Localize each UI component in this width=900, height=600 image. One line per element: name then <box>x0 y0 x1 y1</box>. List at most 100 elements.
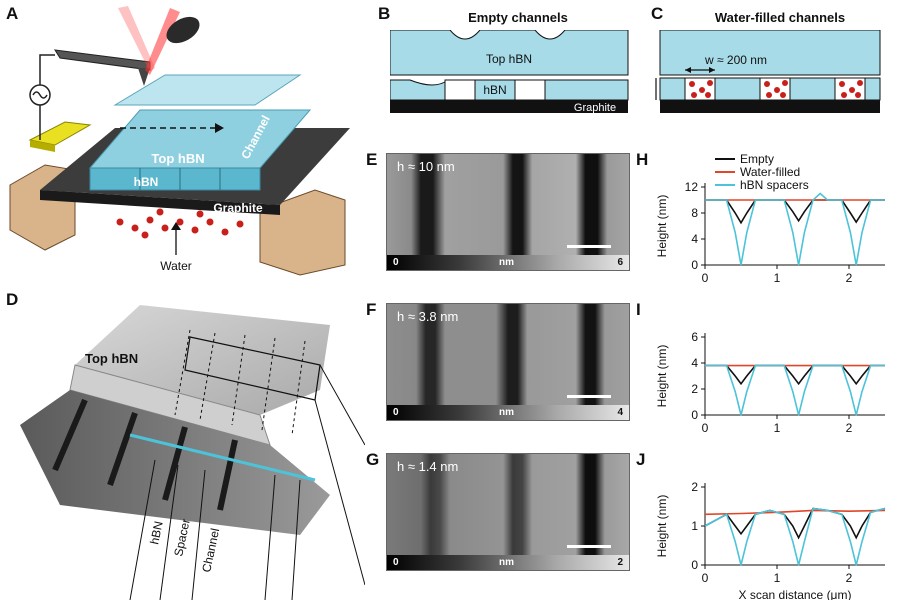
x-tick-label: 0 <box>702 421 709 435</box>
panel-label-j: J <box>636 450 646 469</box>
y-tick-label: 8 <box>691 206 698 220</box>
x-tick-label: 1 <box>774 421 781 435</box>
legend-label: hBN spacers <box>740 178 809 192</box>
label-graphite: Graphite <box>574 102 616 114</box>
y-tick-label: 0 <box>691 408 698 422</box>
label-hbn: hBN <box>483 83 506 97</box>
series-line-empty <box>704 507 886 540</box>
cbar-unit: nm <box>499 407 514 418</box>
panel-a-schematic: Top hBN Channel hBN Graphite Water <box>9 6 350 276</box>
label-leaders <box>129 459 301 600</box>
height-label: h ≈ 1.4 nm <box>397 459 459 474</box>
cbar-min: 0 <box>393 257 399 268</box>
cbar-min: 0 <box>393 407 399 418</box>
series-line-hbn-spacers <box>704 507 886 566</box>
colorbar: 0 nm 4 <box>387 405 629 420</box>
empty-channel <box>444 79 476 101</box>
height-label: h ≈ 10 nm <box>397 159 455 174</box>
panel-label-b: B <box>378 4 391 23</box>
scale-bar <box>567 245 611 248</box>
y-axis-label: Height (nm) <box>655 495 669 558</box>
series-line-hbn-spacers <box>705 364 885 416</box>
afm-image-e: h ≈ 10 nm 0 nm 6 <box>386 153 630 271</box>
electrode <box>28 121 92 146</box>
graphite-layer <box>660 100 880 113</box>
label-w: w ≈ 200 nm <box>704 53 767 67</box>
cbar-max: 2 <box>617 557 623 568</box>
afm-topography <box>387 454 629 555</box>
top-hbn-surface <box>75 305 330 415</box>
water-molecules <box>689 80 863 98</box>
panel-label-h: H <box>636 150 649 169</box>
label-hbn: hBN <box>147 520 166 546</box>
circuit-wire <box>39 54 55 140</box>
panel-label-g: G <box>366 450 380 469</box>
x-tick-label: 2 <box>846 421 853 435</box>
label-graphite: Graphite <box>213 201 263 215</box>
x-tick-label: 2 <box>846 571 853 585</box>
top-hbn-layer <box>659 30 881 76</box>
hbn-spacer-layer <box>390 79 629 101</box>
graphite-edge <box>40 190 280 215</box>
afm-image-f: h ≈ 3.8 nm 0 nm 4 <box>386 303 630 421</box>
label-spacer: Spacer <box>171 518 193 558</box>
series-line-empty <box>705 199 885 225</box>
y-axis-label: Height (nm) <box>655 195 669 258</box>
scale-bar <box>567 545 611 548</box>
cbar-unit: nm <box>499 257 514 268</box>
x-tick-label: 1 <box>774 271 781 285</box>
panel-c-title: Water-filled channels <box>714 10 846 25</box>
x-tick-label: 0 <box>702 271 709 285</box>
height-label: h ≈ 3.8 nm <box>397 309 459 324</box>
colorbar: 0 nm 6 <box>387 255 629 270</box>
top-hbn-layer <box>390 30 629 76</box>
x-axis-label: X scan distance (μm) <box>739 588 852 600</box>
y-tick-label: 12 <box>685 180 699 194</box>
cbar-min: 0 <box>393 557 399 568</box>
panel-b-diagram: Top hBN hBN Graphite <box>390 30 629 114</box>
panel-c-diagram: w ≈ 200 nm h <box>655 30 881 113</box>
panel-label-i: I <box>636 300 641 319</box>
right-support <box>259 189 346 276</box>
water-molecules <box>116 208 244 239</box>
empty-channel <box>514 79 546 101</box>
laser-beam <box>145 8 180 75</box>
graphite-layer <box>390 100 628 113</box>
y-tick-label: 4 <box>691 232 698 246</box>
afm-image-g: h ≈ 1.4 nm 0 nm 2 <box>386 453 630 571</box>
y-tick-label: 6 <box>691 330 698 344</box>
afm-cantilever <box>54 49 151 71</box>
x-tick-label: 1 <box>774 571 781 585</box>
scan-line <box>129 433 316 482</box>
cbar-max: 4 <box>617 407 623 418</box>
y-tick-label: 0 <box>691 258 698 272</box>
colorbar: 0 nm 2 <box>387 555 629 570</box>
channel-stripes <box>52 398 238 511</box>
label-channel: Channel <box>199 527 222 574</box>
y-axis-label: Height (nm) <box>655 345 669 408</box>
panel-label-a: A <box>6 4 19 23</box>
cbar-unit: nm <box>499 557 514 568</box>
projection-lines <box>174 329 306 436</box>
panel-label-e: E <box>366 150 378 169</box>
top-hbn-layer <box>113 74 302 106</box>
cbar-max: 6 <box>617 257 623 268</box>
panel-d-afm-3d: Top hBN hBN Spacer Channel <box>20 305 365 600</box>
label-top-hbn: Top hBN <box>486 52 532 66</box>
scale-bar <box>567 395 611 398</box>
x-tick-label: 0 <box>702 571 709 585</box>
panel-label-f: F <box>366 300 377 319</box>
series-line-hbn-spacers <box>705 192 885 266</box>
series-line-water-filled <box>704 509 886 516</box>
afm-tip <box>138 68 150 86</box>
label-top-hbn: Top hBN <box>151 151 204 166</box>
y-tick-label: 2 <box>691 480 698 494</box>
legend-label: Water-filled <box>740 165 800 179</box>
afm-topography <box>387 154 629 255</box>
panel-label-c: C <box>651 4 664 23</box>
label-top-hbn: Top hBN <box>85 351 138 366</box>
label-hbn: hBN <box>134 175 159 189</box>
